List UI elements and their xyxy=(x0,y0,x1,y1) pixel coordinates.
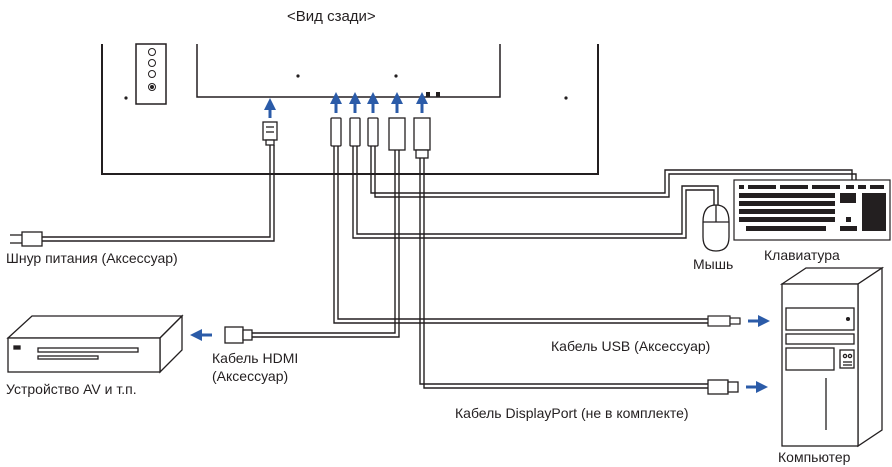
diagram-title: <Вид сзади> xyxy=(287,8,376,25)
keyboard-label: Клавиатура xyxy=(764,247,840,263)
cables xyxy=(42,145,857,389)
hdmi-cable-label-line2: (Аксессуар) xyxy=(212,368,289,384)
computer-tower xyxy=(779,266,885,448)
av-device-label: Устройство AV и т.п. xyxy=(6,381,137,397)
monitor-control-buttons xyxy=(148,48,156,91)
hdmi-plug xyxy=(224,326,253,344)
monitor-rear xyxy=(101,43,599,175)
keyboard-device xyxy=(733,179,891,241)
computer-label: Компьютер xyxy=(778,449,851,465)
displayport-plug xyxy=(707,379,739,395)
monitor-screws xyxy=(124,74,568,100)
usb-cable-label: Кабель USB (Аксессуар) xyxy=(551,338,711,354)
power-cord-label: Шнур питания (Аксессуар) xyxy=(6,250,178,266)
hdmi-cable-label-line1: Кабель HDMI xyxy=(212,350,299,366)
power-plug xyxy=(10,231,43,247)
port-arrows xyxy=(264,92,428,118)
monitor-side-plugs xyxy=(262,117,431,159)
usb-plug xyxy=(707,315,741,327)
monitor-port-bumps xyxy=(426,92,440,97)
displayport-cable-label: Кабель DisplayPort (не в комплекте) xyxy=(455,405,689,421)
mouse-device xyxy=(702,204,730,252)
av-device xyxy=(6,314,184,374)
mouse-label: Мышь xyxy=(693,256,734,272)
